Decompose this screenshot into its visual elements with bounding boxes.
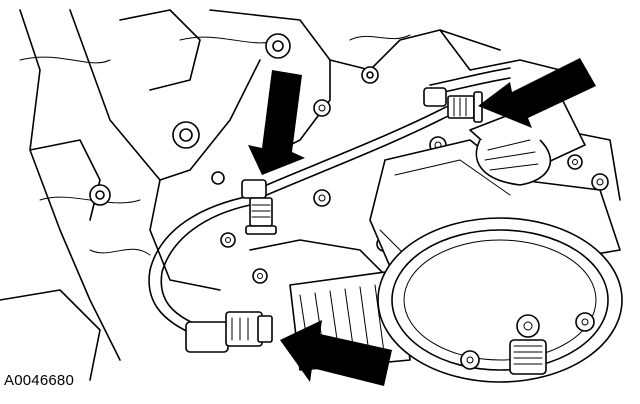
upper-left-fuel-fitting bbox=[241, 179, 277, 235]
arrow-upper-right bbox=[478, 58, 596, 128]
figure-reference-code: A0046680 bbox=[4, 372, 75, 389]
lower-connector bbox=[185, 311, 273, 353]
arrow-upper-center bbox=[248, 70, 305, 175]
pulley bbox=[377, 217, 623, 383]
coolant-hose bbox=[469, 94, 586, 186]
callout-arrows bbox=[248, 58, 596, 386]
mounting-holes bbox=[89, 33, 379, 206]
arrow-lower bbox=[280, 320, 392, 386]
right-fuel-fitting bbox=[423, 87, 483, 123]
